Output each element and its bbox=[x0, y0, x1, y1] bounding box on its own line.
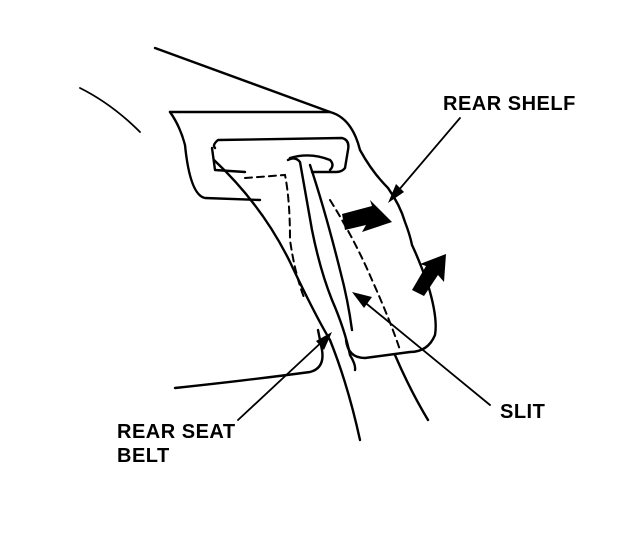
direction-arrow-up bbox=[412, 254, 446, 296]
hidden-belt-edge-1 bbox=[244, 173, 306, 301]
rear-shelf-arrowhead bbox=[388, 184, 404, 203]
slit-arrowhead bbox=[352, 292, 372, 308]
rear-shelf-panel bbox=[168, 110, 437, 360]
hidden-belt-edge-2 bbox=[329, 199, 401, 351]
belt-leader-line bbox=[237, 337, 327, 421]
label-slit: SLIT bbox=[500, 401, 545, 423]
belt-guide-outer bbox=[212, 136, 350, 174]
roof-line bbox=[153, 46, 332, 114]
slit-outline bbox=[308, 163, 354, 332]
rear-shelf-leader-line bbox=[391, 117, 461, 199]
seat-belt-lower-strap bbox=[393, 353, 430, 422]
seat-belt-left-edge bbox=[212, 158, 362, 442]
rear-shelf-lower-edge bbox=[168, 110, 262, 202]
direction-arrow-right bbox=[342, 200, 392, 232]
seat-belt-right-edge bbox=[286, 157, 357, 372]
rear-window-curve bbox=[79, 87, 141, 133]
label-rear-shelf: REAR SHELF bbox=[443, 93, 576, 115]
label-rear-seat-belt-line2: BELT bbox=[117, 445, 170, 467]
belt-guide-inner bbox=[210, 146, 247, 174]
slit-leader-line bbox=[361, 299, 491, 406]
label-rear-seat-belt-line1: REAR SEAT bbox=[117, 421, 236, 443]
seat-belt-fold bbox=[288, 154, 334, 172]
belt-arrowhead bbox=[316, 332, 332, 350]
seat-edge bbox=[173, 328, 324, 390]
